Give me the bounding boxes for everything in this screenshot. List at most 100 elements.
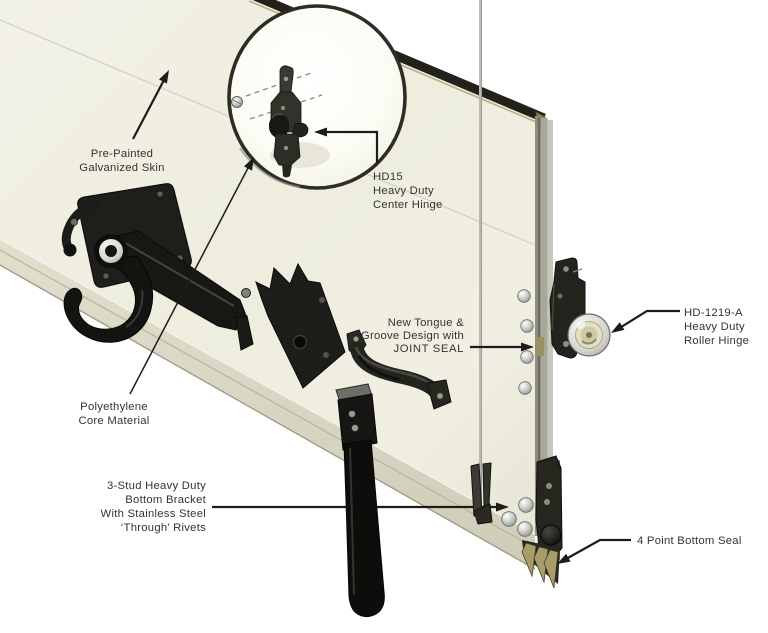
hinge-roller-stub — [291, 122, 309, 138]
through-rivet-cluster — [501, 497, 534, 537]
label-line: HD15 — [373, 171, 403, 183]
bracket-stud — [546, 483, 552, 489]
hinge-bottom-tab — [282, 164, 292, 178]
arrowhead-right — [521, 342, 534, 352]
label-line: JOINT SEAL — [394, 343, 464, 355]
label-line: Heavy Duty — [684, 321, 745, 333]
rail-bottom-line — [0, 264, 536, 570]
label-bottom-seal: 4 Point Bottom Seal — [637, 535, 742, 547]
hinge-hole — [563, 341, 569, 347]
cutaway-rim-shadow — [239, 147, 301, 188]
plate-screw — [102, 272, 110, 280]
lever-bolt — [70, 218, 78, 226]
label-roller-hinge: HD-1219-A Heavy Duty Roller Hinge — [684, 307, 749, 347]
cable-clip-base — [473, 503, 493, 525]
strap-highlight — [349, 447, 355, 596]
screw-slot — [232, 99, 242, 105]
latch-assembly — [61, 183, 346, 389]
seal-fin — [533, 546, 549, 584]
pivot-hole — [105, 245, 117, 257]
cutaway-rim — [227, 4, 407, 190]
keeper-screw — [323, 352, 329, 358]
center-hinge — [269, 65, 309, 178]
leaders — [129, 70, 680, 564]
edge-band-1 — [535, 116, 538, 536]
keeper-hole — [292, 334, 308, 350]
keeper-bolt — [241, 288, 251, 298]
bracket-roller — [540, 524, 562, 546]
pin-mark — [572, 268, 583, 273]
arm-elbow — [235, 315, 254, 351]
plate-screw — [156, 190, 164, 198]
label-line: With Stainless Steel — [101, 508, 206, 520]
cutaway-circle — [227, 4, 407, 190]
strap-screw — [351, 424, 359, 432]
label-line: New Tongue & — [388, 317, 464, 329]
rail-seam — [0, 249, 536, 549]
edge-band-4 — [547, 120, 553, 558]
lift-cable — [470, 0, 493, 525]
arrowhead-left — [314, 127, 327, 137]
seal-fin — [521, 542, 537, 578]
edge-band-2 — [537, 118, 541, 548]
label-center-hinge: HD15 Heavy Duty Center Hinge — [373, 171, 443, 211]
label-line: 4 Point Bottom Seal — [637, 535, 742, 547]
handle-screw — [353, 336, 359, 342]
arrowhead-up-right — [244, 157, 254, 171]
rivet — [517, 521, 533, 537]
hub-shadow — [581, 338, 597, 345]
leader-skin — [132, 79, 165, 140]
rivet — [501, 511, 517, 527]
latch-hook — [63, 255, 154, 343]
label-line: ‘Through’ Rivets — [121, 522, 206, 534]
hinge-knuckle-fill — [269, 114, 289, 138]
hook-highlight — [125, 289, 144, 328]
bracket-stud — [544, 499, 550, 505]
label-line: Groove Design with — [361, 330, 464, 342]
roller-glint — [576, 321, 586, 329]
keeper-bracket — [255, 262, 346, 389]
arm-highlight — [121, 240, 235, 307]
strap-screw — [348, 410, 356, 418]
lift-handle — [346, 329, 452, 410]
four-point-bottom-seal — [521, 540, 560, 589]
label-bottom-bracket: 3-Stud Heavy Duty Bottom Bracket With St… — [101, 480, 207, 534]
leader-center-hinge — [319, 130, 379, 163]
label-line: Bottom Bracket — [125, 494, 206, 506]
roller-hinge — [549, 257, 611, 359]
label-line: Galvanized Skin — [79, 162, 164, 174]
arrowhead-down-left — [611, 322, 625, 333]
plate-highlight — [551, 283, 555, 331]
label-line: HD-1219-A — [684, 307, 743, 319]
rivet — [517, 289, 531, 303]
label-galvanized-skin: Pre-Painted Galvanized Skin — [79, 148, 164, 174]
hinge-hole — [283, 76, 289, 82]
knuckle-highlight — [271, 113, 284, 119]
arrowhead-down-left — [557, 553, 571, 564]
keeper-screw — [319, 297, 325, 303]
labels: Pre-Painted Galvanized Skin HD15 Heavy D… — [78, 148, 749, 547]
label-line: Polyethylene — [80, 401, 148, 413]
label-line: Center Hinge — [373, 199, 443, 211]
hinge-hole — [281, 106, 285, 110]
label-line: Roller Hinge — [684, 335, 749, 347]
rivet — [518, 381, 532, 395]
hinge-hole — [557, 293, 563, 299]
grip-highlight — [354, 346, 435, 388]
bottom-bracket — [535, 455, 563, 561]
panel-right-edge — [535, 116, 553, 558]
rail-top-highlight — [0, 238, 536, 535]
arrowhead-right — [496, 502, 509, 512]
edge-rivets — [517, 289, 534, 395]
label-joint-seal: New Tongue & Groove Design with JOINT SE… — [361, 317, 464, 355]
label-line: Pre-Painted — [91, 148, 153, 160]
arrowhead-up-right — [159, 70, 169, 84]
leader-roller-hinge — [617, 309, 680, 330]
seal-fin — [543, 549, 559, 589]
rivet — [520, 350, 534, 364]
label-line: Heavy Duty — [373, 185, 434, 197]
grip-shadow — [357, 355, 401, 382]
label-core-material: Polyethylene Core Material — [78, 401, 149, 427]
